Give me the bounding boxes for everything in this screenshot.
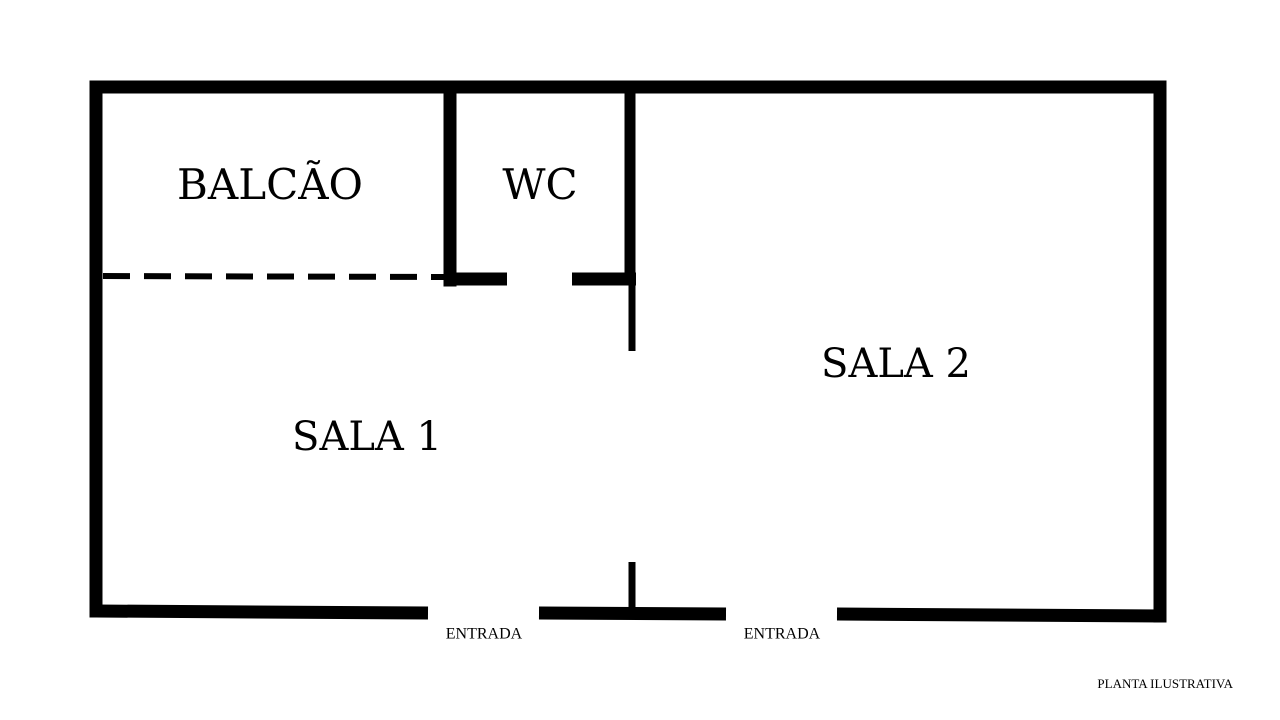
bottom-wall-left: [95, 604, 429, 620]
bottom-wall-middle: [538, 606, 727, 621]
counter-dashed-line: [102, 273, 445, 280]
entrance-label-left: ENTRADA: [446, 626, 523, 643]
bottom-wall-right: [836, 607, 1167, 623]
entrance-label-right: ENTRADA: [744, 626, 821, 643]
wc-walls: [443, 80, 636, 287]
room-label-balcao: BALCÃO: [177, 159, 363, 209]
room-label-sala1: SALA 1: [292, 414, 442, 460]
room-label-sala2: SALA 2: [821, 341, 971, 387]
plan-caption: PLANTA ILUSTRATIVA: [1097, 676, 1233, 691]
room-label-wc: WC: [502, 160, 577, 209]
